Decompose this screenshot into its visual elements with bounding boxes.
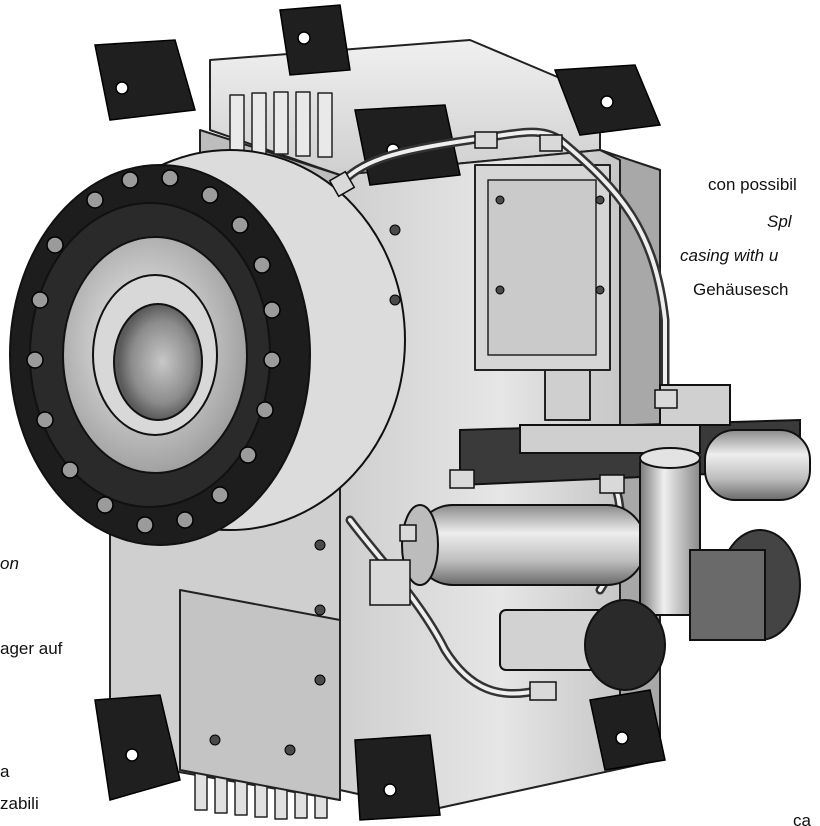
caption-left-line1: on (0, 554, 19, 573)
caption-bottom-right: ca (793, 811, 811, 826)
caption-right-line3: casing with u (680, 246, 779, 265)
housing-bolts (209, 195, 605, 756)
caption-left-line3: a (0, 762, 10, 781)
output-flange (9, 149, 406, 546)
caption-right-line1: con possibil (708, 175, 797, 194)
caption-left-line2: ager auf (0, 639, 63, 658)
caption-left-line4: zabili (0, 794, 39, 813)
mounting-feet (94, 4, 666, 821)
caption-right-line4: Gehäusesch (693, 280, 789, 299)
cooling-unit (401, 384, 811, 691)
pipe-fittings (328, 131, 678, 701)
caption-right-line2: Spl (767, 212, 792, 231)
flange-bolts (26, 169, 281, 534)
